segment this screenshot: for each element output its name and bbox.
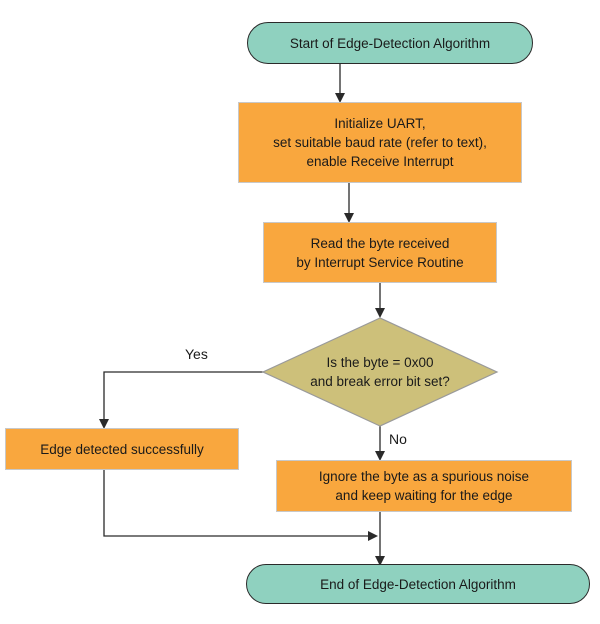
- init-line-3: enable Receive Interrupt: [306, 154, 454, 169]
- no-label: No: [389, 431, 407, 447]
- start-terminal: Start of Edge-Detection Algorithm: [247, 22, 533, 64]
- init-line-1: Initialize UART,: [334, 116, 426, 131]
- edge-detected-label: Edge detected successfully: [40, 441, 204, 457]
- read-line-1: Read the byte received: [310, 235, 450, 251]
- decision-line-1: Is the byte = 0x00: [326, 355, 434, 370]
- yes-label: Yes: [185, 346, 208, 362]
- read-byte-box: Read the byte received by Interrupt Serv…: [263, 222, 497, 283]
- edge-detected-box: Edge detected successfully: [5, 428, 239, 470]
- ignore-byte-box: Ignore the byte as a spurious noise and …: [276, 460, 572, 512]
- init-line-2: set suitable baud rate (refer to text),: [273, 135, 487, 150]
- decision-line-2: and break error bit set?: [310, 374, 450, 389]
- ignore-line-1: Ignore the byte as a spurious noise: [318, 469, 530, 484]
- decision-diamond: [261, 317, 499, 427]
- end-terminal: End of Edge-Detection Algorithm: [246, 564, 590, 604]
- initialize-uart-box: Initialize UART, set suitable baud rate …: [238, 102, 522, 183]
- end-label: End of Edge-Detection Algorithm: [320, 576, 516, 592]
- start-label: Start of Edge-Detection Algorithm: [289, 35, 491, 51]
- read-line-2: by Interrupt Service Routine: [296, 254, 464, 270]
- decision-text: Is the byte = 0x00 and break error bit s…: [290, 350, 470, 394]
- arrow-edge-to-merge: [103, 470, 378, 541]
- arrow-decision-yes: [99, 371, 265, 429]
- ignore-line-2: and keep waiting for the edge: [335, 488, 513, 503]
